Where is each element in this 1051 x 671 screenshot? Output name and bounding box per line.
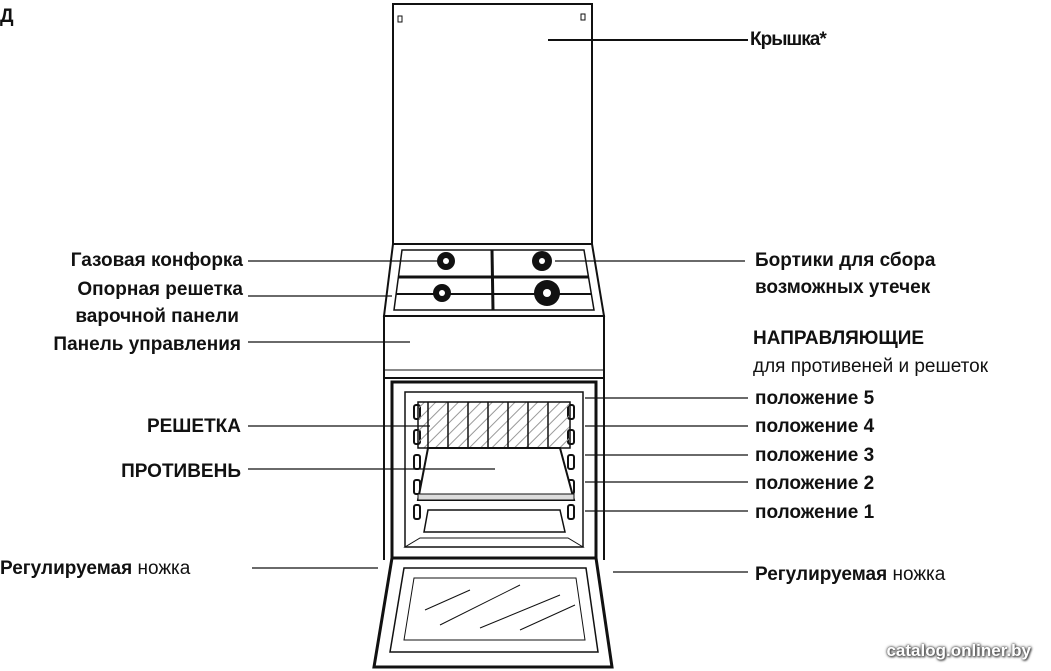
label-spill-rims-1: Бортики для сбора (755, 250, 936, 271)
label-foot-right-normal: ножка (887, 564, 946, 585)
label-foot-left: Регулируемая ножка (0, 558, 190, 580)
label-foot-left-normal: ножка (132, 558, 191, 579)
header-letter: Д (0, 6, 14, 27)
label-foot-left-bold: Регулируемая (0, 558, 133, 579)
label-control-panel: Панель управления (53, 334, 241, 355)
label-foot-right: Регулируемая ножка (755, 564, 945, 586)
baking-tray-drawing (416, 447, 576, 533)
label-foot-right-bold: Регулируемая (755, 564, 888, 585)
label-guides-subtitle: для противеней и решеток (753, 356, 989, 377)
label-gas-burner: Газовая конфорка (70, 250, 243, 271)
label-position-1: положение 1 (755, 502, 875, 523)
oven-door-drawing (372, 556, 614, 669)
label-support-grid-2: варочной панели (75, 306, 239, 327)
label-spill-rims-2: возможных утечек (755, 277, 931, 298)
label-support-grid-1: Опорная решетка (77, 279, 243, 300)
label-grid: РЕШЕТКА (146, 416, 241, 437)
label-position-5: положение 5 (755, 388, 875, 409)
control-panel-drawing (383, 315, 605, 379)
label-lid: Крышка* (750, 29, 827, 50)
label-position-4: положение 4 (755, 416, 875, 437)
wire-grid-drawing (417, 401, 571, 449)
label-guides-title: НАПРАВЛЯЮЩИЕ (753, 328, 925, 349)
label-position-3: положение 3 (755, 445, 875, 466)
label-tray: ПРОТИВЕНЬ (121, 461, 241, 482)
watermark: catalog.onliner.by (886, 641, 1031, 660)
label-position-2: положение 2 (755, 473, 875, 494)
oven-body-drawing (383, 378, 605, 560)
cooktop-drawing (382, 243, 606, 317)
